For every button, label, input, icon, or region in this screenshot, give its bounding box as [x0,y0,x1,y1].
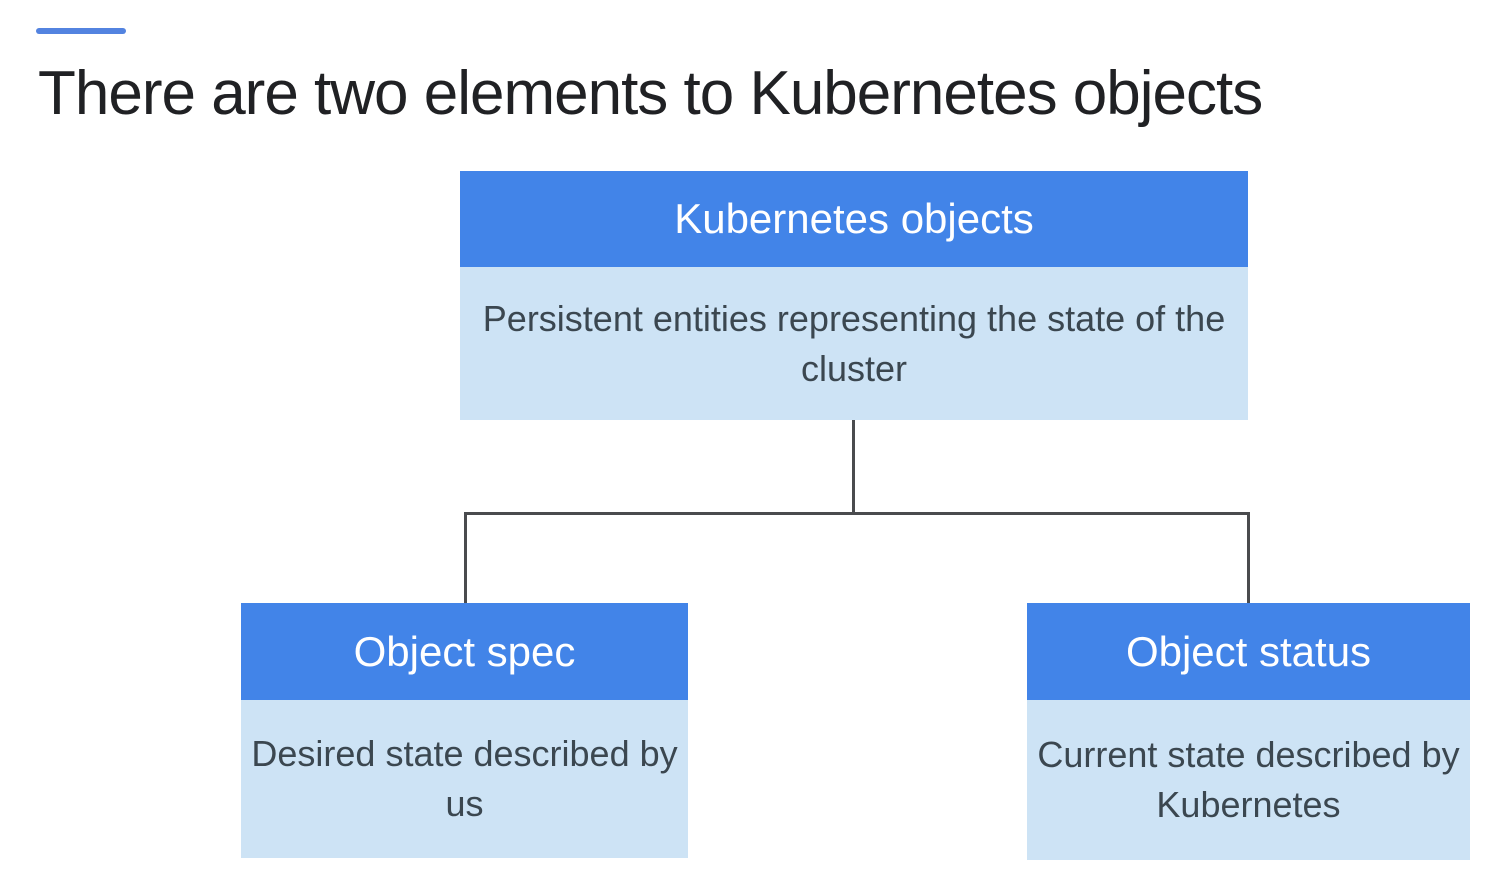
slide-title: There are two elements to Kubernetes obj… [38,59,1263,128]
accent-bar [36,28,126,34]
node-object-status-header: Object status [1027,603,1470,700]
node-kubernetes-objects-body: Persistent entities representing the sta… [460,267,1248,420]
connector-crossbar [464,512,1250,515]
node-object-status-body: Current state described by Kubernetes [1027,700,1470,860]
node-object-spec-header: Object spec [241,603,688,700]
node-object-spec-body: Desired state described by us [241,700,688,858]
connector-root-stem [852,420,855,513]
node-object-status: Object status Current state described by… [1027,603,1470,860]
node-kubernetes-objects: Kubernetes objects Persistent entities r… [460,171,1248,420]
connector-left-stem [464,512,467,604]
node-object-spec: Object spec Desired state described by u… [241,603,688,858]
node-kubernetes-objects-header: Kubernetes objects [460,171,1248,267]
connector-right-stem [1247,512,1250,604]
